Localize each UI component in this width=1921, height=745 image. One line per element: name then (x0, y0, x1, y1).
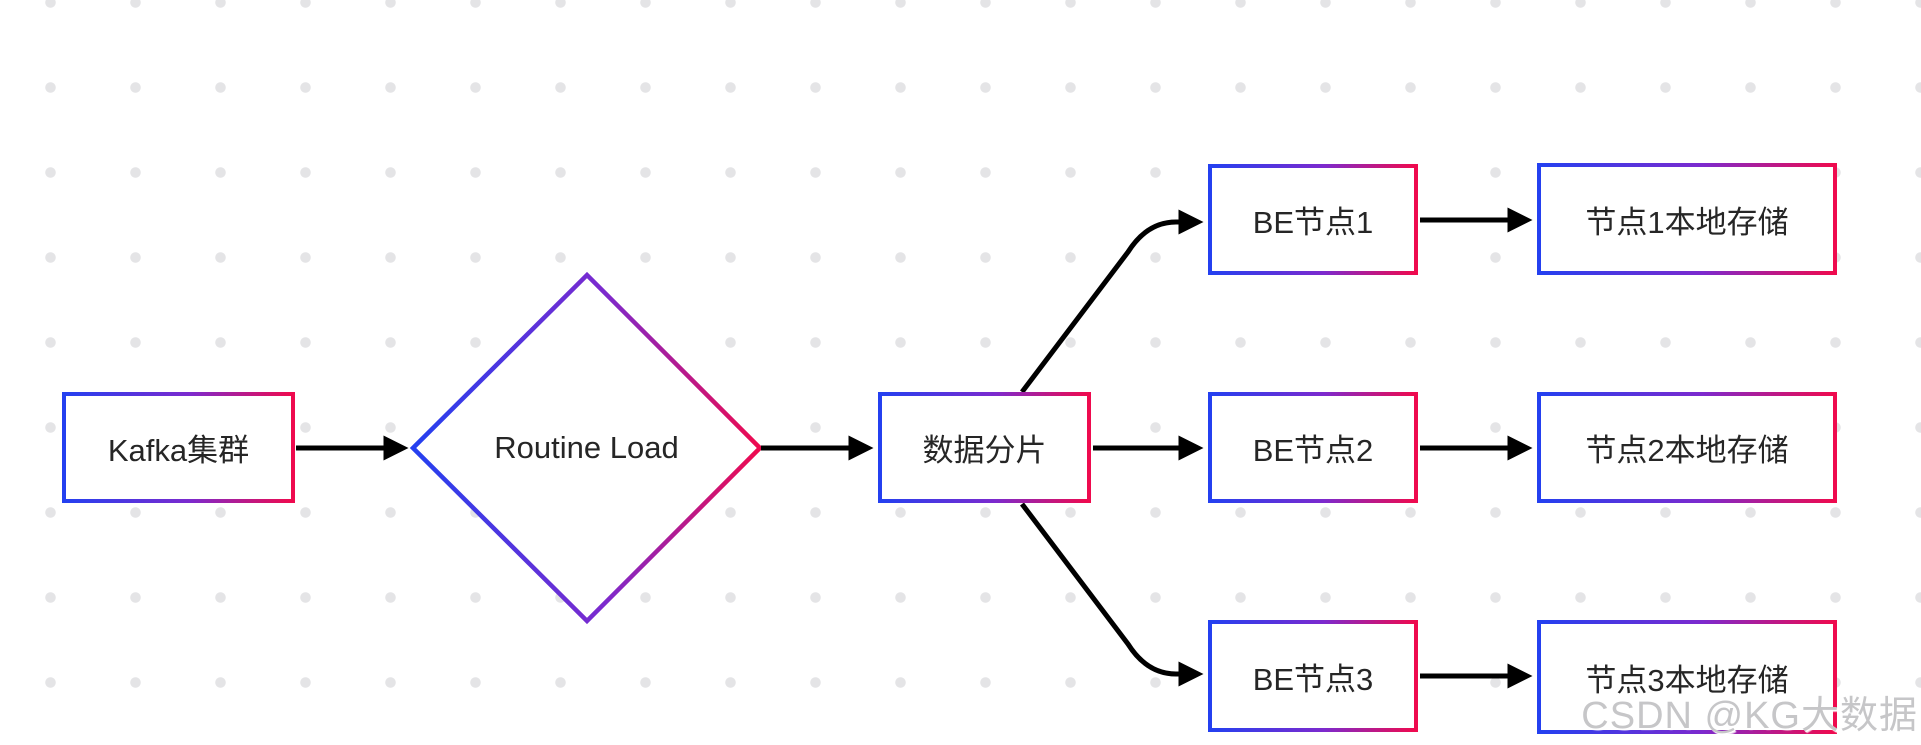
node-kafka-cluster: Kafka集群 (62, 392, 295, 503)
node-be-3: BE节点3 (1208, 620, 1418, 732)
node-be-2: BE节点2 (1208, 392, 1418, 503)
node-local-storage-3: 节点3本地存储 (1537, 620, 1837, 734)
arrow-shard-to-be1 (1020, 209, 1204, 394)
watermark: CSDN @KG大数据 (1581, 695, 1918, 737)
node-data-shard: 数据分片 (878, 392, 1091, 503)
node-routine-load-label: Routine Load (494, 430, 679, 465)
node-be-1: BE节点1 (1208, 164, 1418, 275)
node-local-storage-1: 节点1本地存储 (1537, 163, 1837, 275)
arrow-shard-to-be3 (1020, 502, 1204, 687)
node-local-storage-2: 节点2本地存储 (1537, 392, 1837, 503)
